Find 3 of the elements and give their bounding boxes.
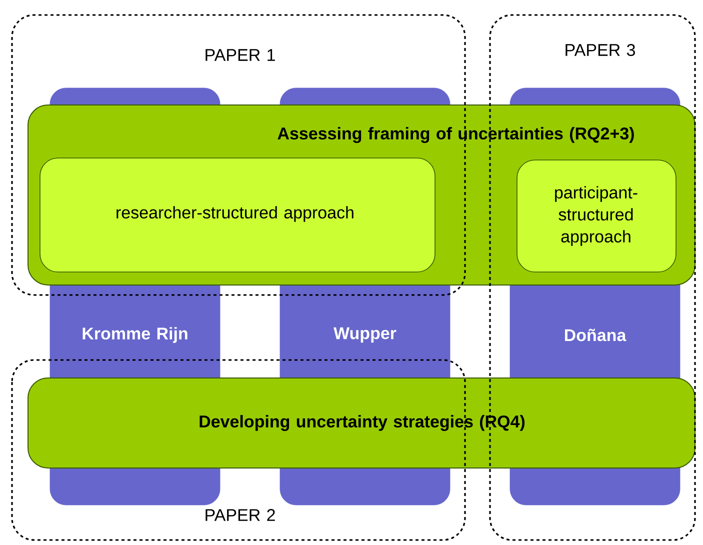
approach-box: researcher-structured approach [40, 158, 436, 272]
approach-box: participant-structured approach [516, 160, 676, 272]
activity-band: Developing uncertainty strategies (RQ4) [28, 378, 696, 468]
